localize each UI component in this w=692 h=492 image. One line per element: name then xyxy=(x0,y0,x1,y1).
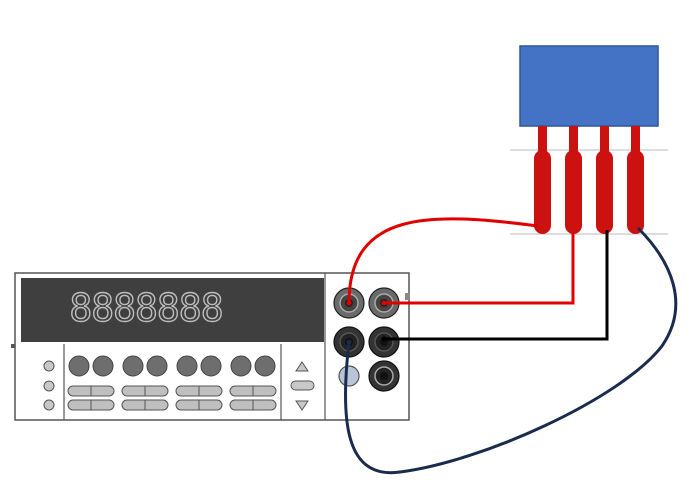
multimeter-side-tab xyxy=(11,344,15,348)
triangle-up-icon[interactable] xyxy=(295,361,309,372)
round-button-5[interactable] xyxy=(176,355,198,377)
display-panel xyxy=(21,278,324,342)
round-button-8[interactable] xyxy=(254,355,276,377)
pin-2 xyxy=(565,150,582,234)
round-button-2[interactable] xyxy=(92,355,114,377)
display-readout: 8888888 xyxy=(69,286,222,330)
wire-black-source xyxy=(384,230,609,341)
round-button-1[interactable] xyxy=(68,355,90,377)
triangle-down-icon[interactable] xyxy=(295,400,309,411)
small-button-2[interactable] xyxy=(43,380,55,392)
pin-1-lead xyxy=(538,126,547,156)
round-button-3[interactable] xyxy=(122,355,144,377)
round-button-4[interactable] xyxy=(146,355,168,377)
wire-end-black xyxy=(381,336,387,342)
wire-end-red-1 xyxy=(346,300,352,306)
wire-end-red-2 xyxy=(381,300,387,306)
pin-4-lead xyxy=(631,126,640,156)
range-button[interactable] xyxy=(290,380,315,391)
function-button-groups xyxy=(67,355,277,411)
wire-navy-sense xyxy=(343,226,678,475)
terminal-extra[interactable] xyxy=(368,360,400,392)
pin-2-lead xyxy=(569,126,578,156)
pin-4 xyxy=(627,150,644,234)
pin-3-lead xyxy=(600,126,609,156)
wire-red-source xyxy=(384,232,575,305)
component-body xyxy=(519,45,659,127)
seven-segment-display: 8888888 xyxy=(69,285,225,330)
terminal-tab xyxy=(405,293,410,300)
component-pins xyxy=(534,126,644,234)
terminal-lo-source[interactable] xyxy=(368,326,400,358)
small-button-1[interactable] xyxy=(43,360,55,372)
pin-1 xyxy=(534,150,551,234)
round-button-7[interactable] xyxy=(230,355,252,377)
pin-3 xyxy=(596,150,613,234)
terminal-small[interactable] xyxy=(338,365,360,387)
wire-end-navy xyxy=(346,339,352,345)
wire-red-sense xyxy=(347,217,539,304)
round-button-6[interactable] xyxy=(200,355,222,377)
small-button-3[interactable] xyxy=(43,399,55,411)
